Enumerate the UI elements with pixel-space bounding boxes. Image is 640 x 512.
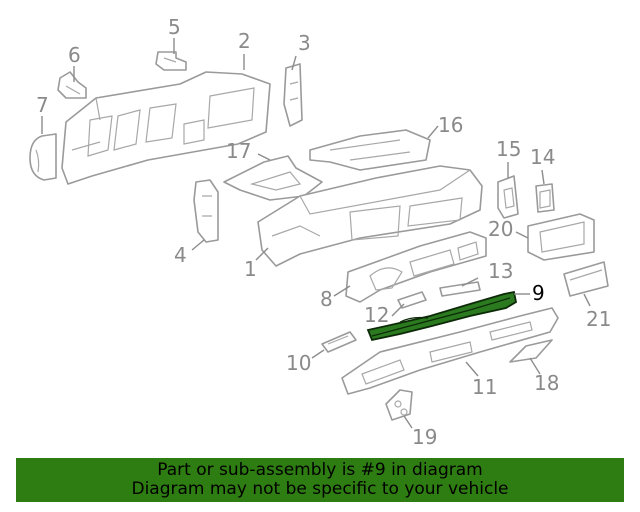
callout-20: 20 <box>488 217 513 241</box>
callout-5: 5 <box>168 15 181 39</box>
part-14-switch <box>535 183 555 213</box>
part-3-side-bracket <box>283 63 303 127</box>
callout-13: 13 <box>488 259 513 283</box>
callout-3: 3 <box>298 31 311 55</box>
callout-11: 11 <box>472 375 497 399</box>
part-17-duct <box>223 155 323 201</box>
banner-line-1: Part or sub-assembly is #9 in diagram <box>157 460 483 480</box>
part-10-lens <box>321 331 357 353</box>
callout-14: 14 <box>530 145 555 169</box>
part-4-bracket <box>193 179 219 243</box>
callout-7: 7 <box>36 93 49 117</box>
part-18-bracket <box>509 339 553 363</box>
callout-16: 16 <box>438 113 463 137</box>
part-15-switch <box>497 175 519 219</box>
callout-17: 17 <box>226 139 251 163</box>
part-20-storage-bin <box>527 213 595 261</box>
callout-4: 4 <box>174 243 187 267</box>
part-19-bracket <box>385 389 413 421</box>
callout-18: 18 <box>534 371 559 395</box>
part-1-instrument-panel <box>257 165 483 267</box>
callout-12: 12 <box>364 303 389 327</box>
part-5-bracket <box>155 51 187 71</box>
callout-15: 15 <box>496 137 521 161</box>
part-8-cluster-bezel <box>345 231 487 303</box>
part-9-trim-panel[interactable] <box>366 290 518 342</box>
callout-19: 19 <box>412 425 437 449</box>
callout-2: 2 <box>238 29 251 53</box>
part-7-end-cap <box>29 133 57 181</box>
callout-1: 1 <box>244 257 257 281</box>
callout-6: 6 <box>68 43 81 67</box>
part-12-trim-strip <box>397 291 427 309</box>
leader-lines <box>41 38 591 429</box>
part-13-trim-strip <box>439 281 481 297</box>
parts-diagram: 1 2 3 4 5 6 7 8 9 10 11 12 13 14 15 16 1… <box>29 15 611 449</box>
callout-10: 10 <box>286 351 311 375</box>
part-16-duct <box>309 129 431 171</box>
part-21-cover <box>563 261 609 297</box>
part-2-dash-carrier <box>61 71 271 185</box>
callout-8: 8 <box>320 287 333 311</box>
callout-9[interactable]: 9 <box>532 281 545 305</box>
info-banner: Part or sub-assembly is #9 in diagram Di… <box>16 458 624 502</box>
callout-labels: 1 2 3 4 5 6 7 8 9 10 11 12 13 14 15 16 1… <box>36 15 611 449</box>
banner-line-2: Diagram may not be specific to your vehi… <box>131 479 509 499</box>
part-6-clip <box>57 71 87 99</box>
part-11-lower-trim <box>341 307 559 395</box>
callout-21: 21 <box>586 307 611 331</box>
